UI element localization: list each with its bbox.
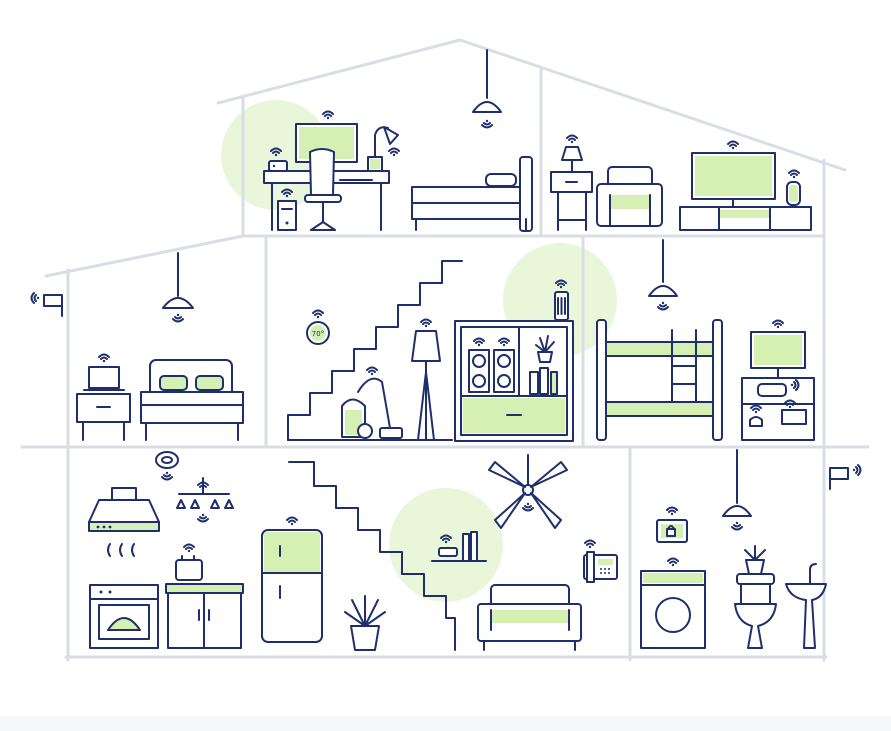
toaster (175, 543, 203, 581)
bathroom-sink (785, 563, 827, 649)
smoke-detector-icon (155, 451, 179, 481)
staircase (287, 260, 463, 441)
bookshelf-cabinet (454, 320, 574, 442)
thermostat-icon: 70° (306, 309, 330, 345)
kids-tv (750, 319, 806, 379)
tv-console (679, 206, 812, 231)
desk-lamp (367, 126, 399, 172)
wifi-icon (388, 147, 400, 158)
nightstand (76, 393, 131, 441)
smart-bulb-icon (162, 252, 194, 323)
footer-band (0, 716, 891, 731)
potted-plant (344, 595, 386, 651)
house-outline (20, 38, 870, 662)
table-lamp (561, 134, 583, 173)
phone-icon (583, 539, 618, 583)
floor-lamp (411, 318, 441, 441)
kitchen-cabinet (165, 583, 244, 649)
bunk-bed (596, 319, 723, 441)
laptop (83, 353, 125, 391)
robot-vacuum-icon (341, 366, 403, 439)
smart-bulb-icon (722, 449, 752, 531)
thermostat-reading: 70° (312, 330, 324, 338)
staircase (288, 461, 456, 651)
refrigerator (261, 516, 323, 643)
game-console-cabinet (741, 377, 815, 441)
wifi-icon (322, 110, 334, 121)
toilet (734, 545, 777, 649)
side-table (550, 171, 593, 231)
ceiling-light-fixture (176, 477, 234, 523)
washing-machine (640, 557, 706, 649)
security-camera-icon (30, 292, 63, 317)
range-hood (88, 487, 160, 557)
pc-tower (277, 188, 297, 231)
sofa (477, 584, 582, 651)
highlight-blob (389, 488, 503, 602)
wall-shelf (431, 531, 487, 562)
smart-tv (691, 140, 776, 208)
smart-bulb-icon (648, 239, 678, 311)
smart-speaker-icon (786, 169, 801, 206)
ceiling-fan-icon (488, 454, 568, 529)
security-camera-icon (829, 464, 862, 490)
office-chair (304, 148, 342, 231)
smart-bulb-icon (472, 49, 502, 129)
armchair (596, 166, 663, 227)
smart-lock-icon (656, 506, 688, 543)
attic-bed (411, 156, 533, 232)
oven (89, 584, 159, 649)
double-bed (140, 359, 244, 441)
router-icon (268, 147, 288, 172)
